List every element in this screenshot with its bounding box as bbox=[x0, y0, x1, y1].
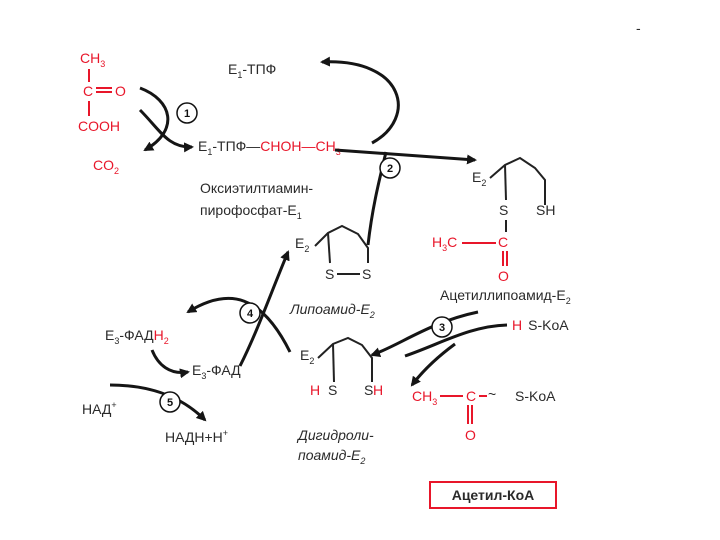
acetyllipoamide-structure: E2 S SH H3C C O bbox=[432, 156, 555, 284]
e1-regeneration-arrow bbox=[320, 56, 400, 145]
e1-tpp-hydroxyethyl: E1-ТПФ—CHOH—CH3 bbox=[198, 138, 341, 157]
svg-text:CH3: CH3 bbox=[80, 50, 105, 69]
svg-text:H: H bbox=[310, 382, 320, 398]
svg-text:E2: E2 bbox=[300, 347, 314, 366]
corner-mark: - bbox=[636, 20, 641, 36]
step3-arrow-to-acetylcoa bbox=[410, 342, 456, 387]
pyruvate-carbon: C bbox=[83, 83, 93, 99]
lipoamide-label: Липоамид-E2 bbox=[289, 301, 375, 320]
svg-text:O: O bbox=[498, 268, 509, 284]
step-5-marker bbox=[159, 391, 181, 413]
svg-text:SH: SH bbox=[536, 202, 555, 218]
dihydrolipoamide-structure: E2 H S S H bbox=[300, 336, 383, 398]
step-4-marker bbox=[239, 302, 261, 324]
e3-fad: E3-ФАД bbox=[192, 362, 241, 381]
svg-text:Ацетил-КоА: Ацетил-КоА bbox=[452, 487, 535, 503]
svg-text:C: C bbox=[498, 234, 508, 250]
acetyllipoamide-label: Ацетиллипоамид-E2 bbox=[440, 287, 571, 306]
step5-nad-arrow bbox=[109, 383, 207, 422]
step2-arrow-to-acetyllipoamide bbox=[334, 148, 477, 165]
step4-arrow-to-lipoamide bbox=[238, 250, 290, 367]
step1-arrow bbox=[138, 108, 194, 153]
svg-text:E2: E2 bbox=[472, 169, 486, 188]
svg-text:4: 4 bbox=[247, 308, 254, 320]
pyruvate-oxygen: O bbox=[115, 83, 126, 99]
nadh-label: НАДН+Н+ bbox=[165, 428, 228, 445]
e3-fadh2: E3-ФАДH2 bbox=[105, 327, 169, 346]
step-1-marker bbox=[176, 102, 198, 124]
svg-text:S: S bbox=[362, 266, 371, 282]
svg-text:CH3: CH3 bbox=[412, 388, 437, 407]
svg-text:1: 1 bbox=[184, 108, 190, 120]
hydroxyethyl-tpp-label-line2: пирофосфат-E1 bbox=[200, 202, 302, 221]
svg-text:O: O bbox=[465, 427, 476, 443]
svg-text:H3C: H3C bbox=[432, 234, 457, 253]
step-3-marker bbox=[431, 316, 453, 338]
step4-arrow-to-fad bbox=[186, 297, 292, 353]
dihydrolipoamide-label-line1: Дигидроли- bbox=[296, 427, 374, 443]
step5-fad-regeneration-arrow bbox=[150, 349, 190, 379]
acetylcoa-result-box: Ацетил-КоА bbox=[429, 481, 557, 509]
coa-entry-arrow bbox=[404, 323, 508, 358]
hydroxyethyl-tpp-label-line1: Оксиэтилтиамин- bbox=[200, 180, 313, 196]
svg-text:5: 5 bbox=[167, 397, 173, 409]
lipoamide-structure: E2 S S bbox=[295, 224, 371, 282]
svg-text:~: ~ bbox=[488, 386, 496, 402]
svg-text:3: 3 bbox=[439, 322, 445, 334]
svg-text:S: S bbox=[364, 382, 373, 398]
svg-text:S: S bbox=[328, 382, 337, 398]
step-2-marker bbox=[379, 157, 401, 179]
step3-arrow-to-dihydrolipoamide bbox=[370, 310, 479, 358]
svg-text:C: C bbox=[466, 388, 476, 404]
dihydrolipoamide-label-line2: поамид-E2 bbox=[298, 447, 365, 466]
svg-text:S-KoA: S-KoA bbox=[515, 388, 556, 404]
pyruvate-structure: CH3 C O COOH bbox=[78, 50, 126, 134]
svg-text:2: 2 bbox=[387, 163, 393, 175]
svg-text:H: H bbox=[373, 382, 383, 398]
co2-release-arrow bbox=[139, 86, 170, 152]
co2-label: CO2 bbox=[93, 157, 119, 176]
acetylcoa-structure: CH3 C ~ S-KoA O bbox=[412, 386, 556, 443]
pyruvate-cooh: COOH bbox=[78, 118, 120, 134]
nad-label: НАД+ bbox=[82, 400, 117, 417]
svg-text:S: S bbox=[499, 202, 508, 218]
e1-tpp-label: E1-ТПФ bbox=[228, 61, 276, 80]
svg-text:S: S bbox=[325, 266, 334, 282]
svg-text:E2: E2 bbox=[295, 235, 309, 254]
